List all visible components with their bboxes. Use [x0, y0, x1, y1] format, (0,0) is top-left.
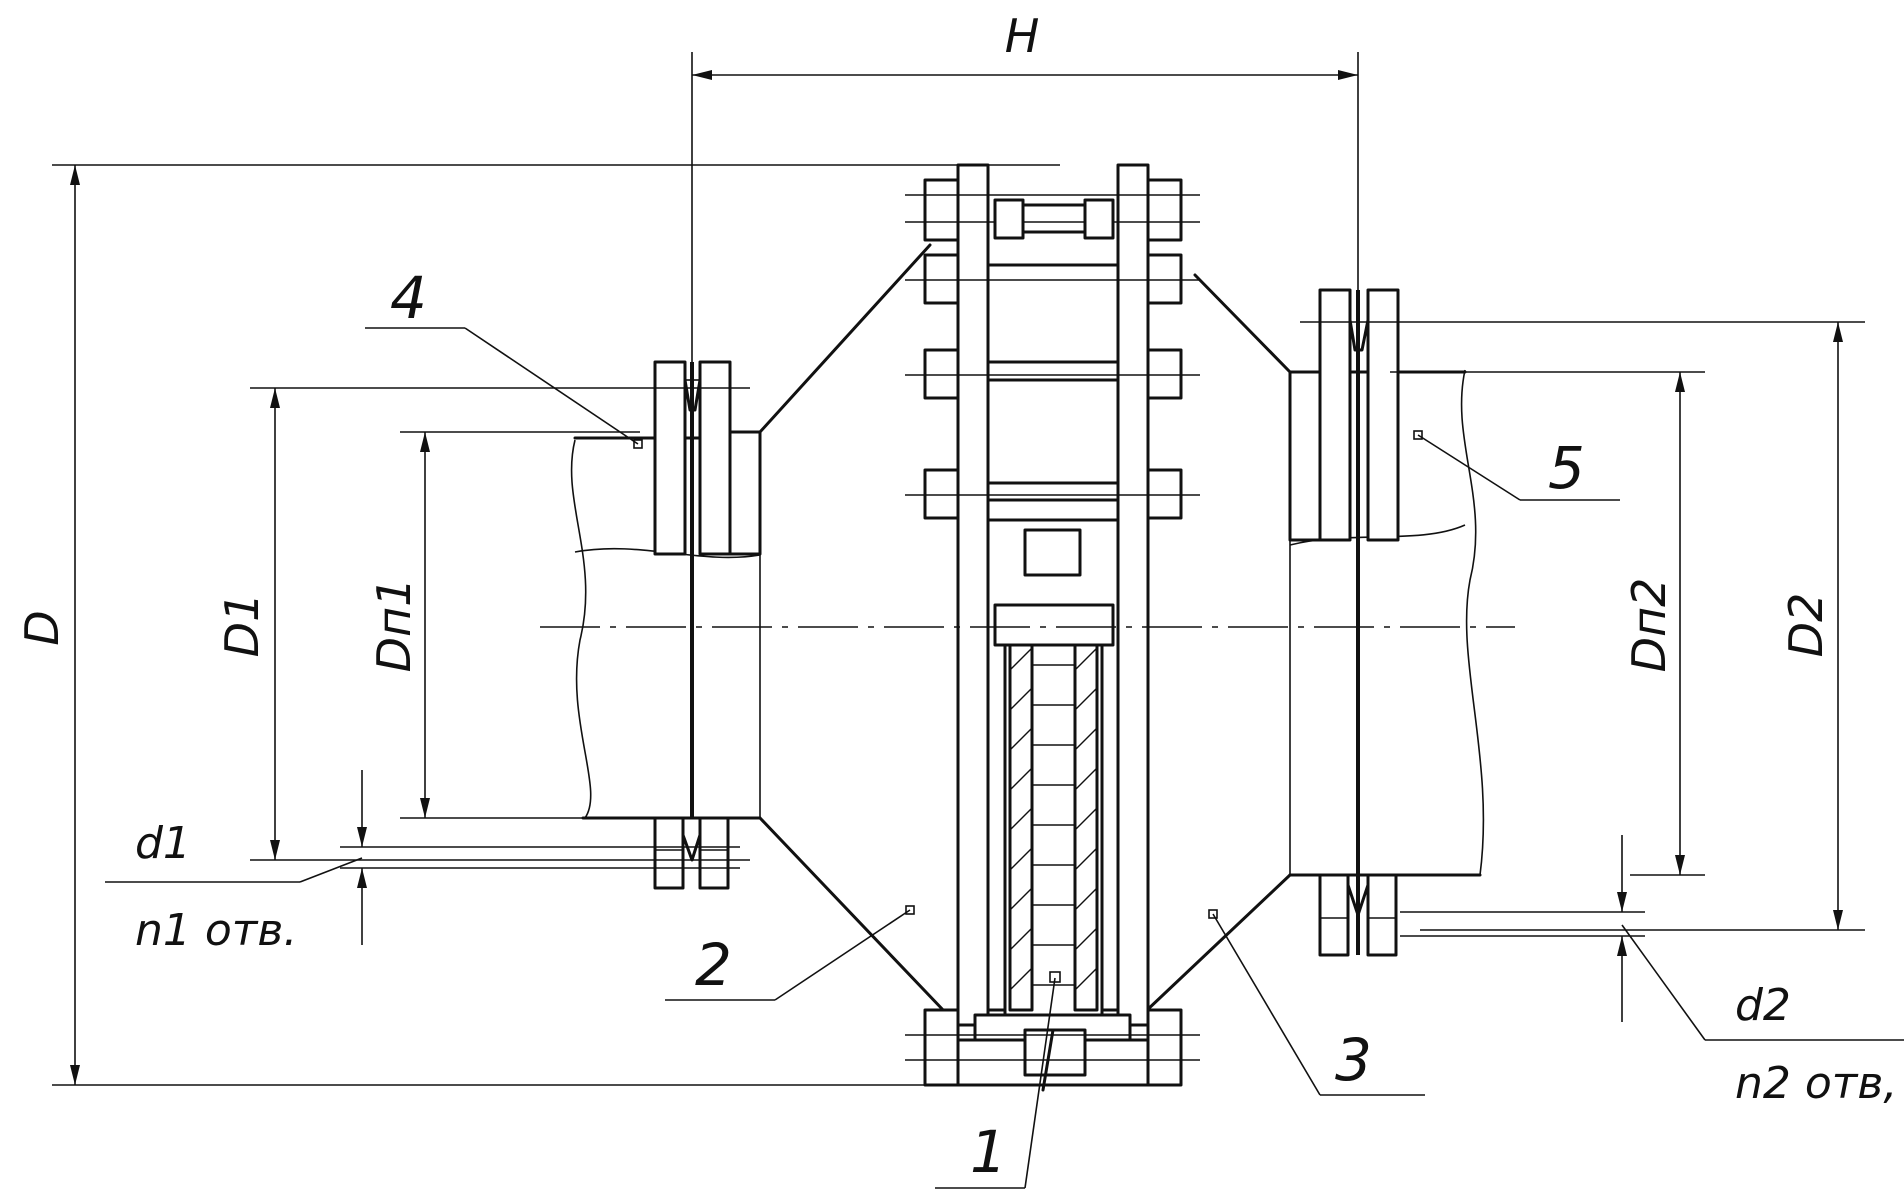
- dimension-D1: D1: [215, 387, 750, 861]
- housing: [758, 243, 1292, 1014]
- left-flange: [653, 360, 762, 890]
- dimension-D: D: [15, 164, 1060, 1086]
- callout-1: 1: [935, 971, 1061, 1189]
- dim-d2-label: d2: [1735, 980, 1791, 1031]
- holes-n1-label: n1 отв.: [135, 905, 297, 956]
- callout-4-label: 4: [390, 264, 427, 332]
- bolt-tier-top: [905, 178, 1200, 242]
- dim-D-label: D: [15, 610, 69, 645]
- bolt-tier-bottom: [905, 1008, 1200, 1087]
- callout-5: 5: [1413, 430, 1620, 502]
- dimension-d1: d1 n1 отв.: [105, 770, 740, 956]
- callout-2: 2: [665, 905, 915, 1001]
- dimension-H: H: [691, 9, 1359, 362]
- right-flange: [1288, 288, 1400, 957]
- dim-H-label: H: [1005, 9, 1040, 63]
- bolt-tier-4: [905, 468, 1200, 520]
- callout-2-label: 2: [695, 931, 732, 999]
- dim-Dn2-label: Dп2: [1622, 578, 1676, 673]
- bolt-tier-2: [905, 253, 1200, 305]
- dim-d1-label: d1: [135, 818, 191, 869]
- mesh-lines: [1032, 664, 1075, 986]
- dimension-D2: D2: [1300, 321, 1865, 931]
- callout-3: 3: [1208, 909, 1425, 1096]
- dim-D1-label: D1: [215, 593, 269, 658]
- callout-5-label: 5: [1548, 434, 1585, 502]
- holes-n2-label: n2 отв,: [1735, 1058, 1897, 1109]
- wall-hatching: [1009, 647, 1098, 991]
- dimension-d2: d2 n2 отв,: [1400, 835, 1904, 1109]
- dimension-Dn1: Dп1: [367, 431, 640, 819]
- filter-cassette: [948, 163, 1157, 1092]
- callout-4: 4: [365, 264, 643, 449]
- dimension-Dn2: Dп2: [1390, 371, 1705, 876]
- callout-3-label: 3: [1335, 1026, 1372, 1094]
- dim-Dn1-label: Dп1: [367, 578, 421, 673]
- dim-D2-label: D2: [1779, 593, 1833, 658]
- bolt-tier-3: [905, 348, 1200, 400]
- callout-1-label: 1: [970, 1118, 1007, 1186]
